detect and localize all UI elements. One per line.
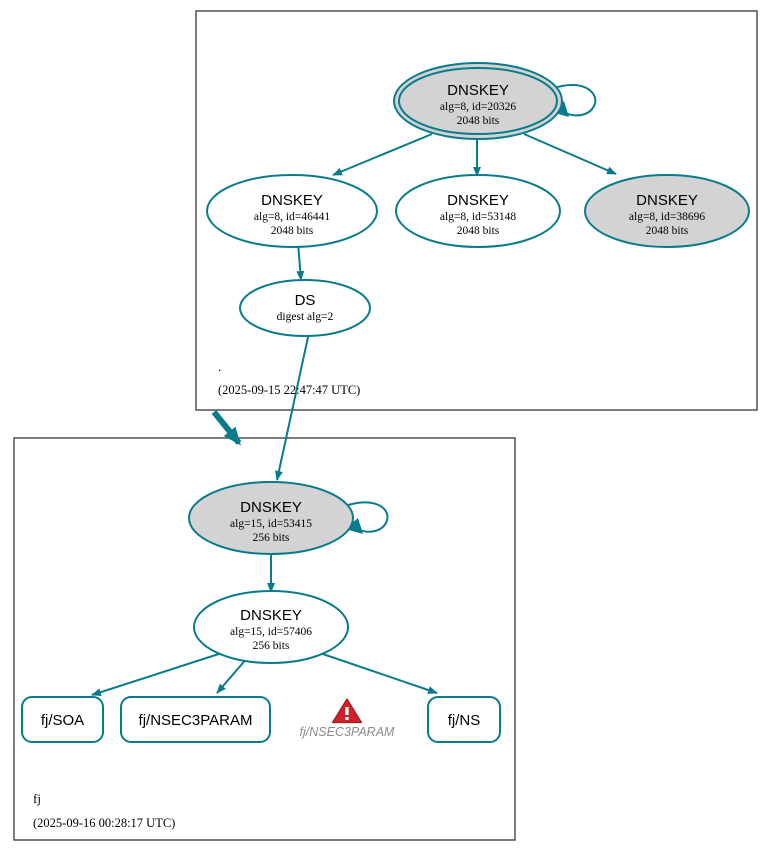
node-root-ksk-alg: alg=8, id=20326 bbox=[440, 101, 516, 113]
node-fj-soa[interactable]: fj/SOA bbox=[21, 696, 104, 743]
node-fj-zsk-dnskey-57406[interactable]: DNSKEY alg=15, id=57406 256 bits bbox=[193, 590, 349, 664]
node-dnskey-46441-alg: alg=8, id=46441 bbox=[254, 211, 330, 223]
zone-label-fj-timestamp: (2025-09-16 00:28:17 UTC) bbox=[33, 816, 175, 830]
node-fj-ksk-alg: alg=15, id=53415 bbox=[230, 518, 312, 530]
node-dnskey-38696-alg: alg=8, id=38696 bbox=[629, 211, 705, 223]
node-root-dnskey-38696[interactable]: DNSKEY alg=8, id=38696 2048 bits bbox=[584, 174, 750, 248]
node-fj-nsec3param-warning[interactable]: fj/NSEC3PARAM bbox=[300, 698, 396, 739]
node-root-ksk-bits: 2048 bits bbox=[457, 115, 500, 127]
node-fj-ns-label: fj/NS bbox=[448, 712, 481, 729]
node-dnskey-46441-title: DNSKEY bbox=[261, 192, 323, 209]
edge-dnskey-46441-to-ds bbox=[296, 242, 305, 281]
node-fj-nsec3param-label: fj/NSEC3PARAM bbox=[139, 712, 253, 729]
edge-fj-zsk-to-ns bbox=[313, 650, 438, 694]
node-root-ksk-title: DNSKEY bbox=[447, 82, 509, 99]
node-fj-ksk-title: DNSKEY bbox=[240, 499, 302, 516]
node-fj-nsec3param[interactable]: fj/NSEC3PARAM bbox=[120, 696, 271, 743]
edge-fj-zsk-to-nsec3param bbox=[216, 656, 249, 694]
warning-triangle-icon bbox=[331, 698, 363, 724]
node-fj-ksk-bits: 256 bits bbox=[253, 532, 290, 544]
edge-ksk-to-dnskey-46441 bbox=[332, 133, 433, 176]
edge-fj-ksk-selfsign bbox=[347, 501, 389, 533]
zone-label-root-timestamp: (2025-09-15 22:47:47 UTC) bbox=[218, 383, 360, 397]
edge-root-ksk-selfsign bbox=[553, 83, 597, 117]
node-fj-ksk-dnskey-53415[interactable]: DNSKEY alg=15, id=53415 256 bits bbox=[188, 481, 354, 555]
zone-label-fj-name: fj bbox=[33, 791, 41, 806]
node-root-dnskey-46441[interactable]: DNSKEY alg=8, id=46441 2048 bits bbox=[206, 174, 378, 248]
node-fj-nsec3param-warning-label: fj/NSEC3PARAM bbox=[300, 725, 396, 739]
node-fj-zsk-bits: 256 bits bbox=[253, 640, 290, 652]
node-fj-ns[interactable]: fj/NS bbox=[427, 696, 501, 743]
node-dnskey-53148-alg: alg=8, id=53148 bbox=[440, 211, 516, 223]
node-ds-title: DS bbox=[295, 292, 316, 309]
node-root-dnskey-53148[interactable]: DNSKEY alg=8, id=53148 2048 bits bbox=[395, 174, 561, 248]
node-ds-digest: digest alg=2 bbox=[277, 311, 334, 323]
node-fj-soa-label: fj/SOA bbox=[41, 712, 84, 729]
node-fj-zsk-alg: alg=15, id=57406 bbox=[230, 626, 312, 638]
edge-fj-zsk-to-soa bbox=[91, 650, 229, 697]
node-dnskey-53148-title: DNSKEY bbox=[447, 192, 509, 209]
edge-ksk-to-dnskey-38696 bbox=[523, 133, 617, 175]
node-dnskey-38696-bits: 2048 bits bbox=[646, 225, 689, 237]
node-dnskey-53148-bits: 2048 bits bbox=[457, 225, 500, 237]
node-dnskey-46441-bits: 2048 bits bbox=[271, 225, 314, 237]
edge-ds-to-fj-ksk bbox=[275, 327, 311, 481]
node-root-ds[interactable]: DS digest alg=2 bbox=[239, 279, 371, 337]
node-root-ksk-dnskey-20326[interactable]: DNSKEY alg=8, id=20326 2048 bits bbox=[393, 62, 563, 140]
edge-root-cluster-to-fj-cluster bbox=[211, 410, 242, 446]
zone-label-root-name: . bbox=[218, 359, 221, 374]
node-dnskey-38696-title: DNSKEY bbox=[636, 192, 698, 209]
node-fj-zsk-title: DNSKEY bbox=[240, 607, 302, 624]
